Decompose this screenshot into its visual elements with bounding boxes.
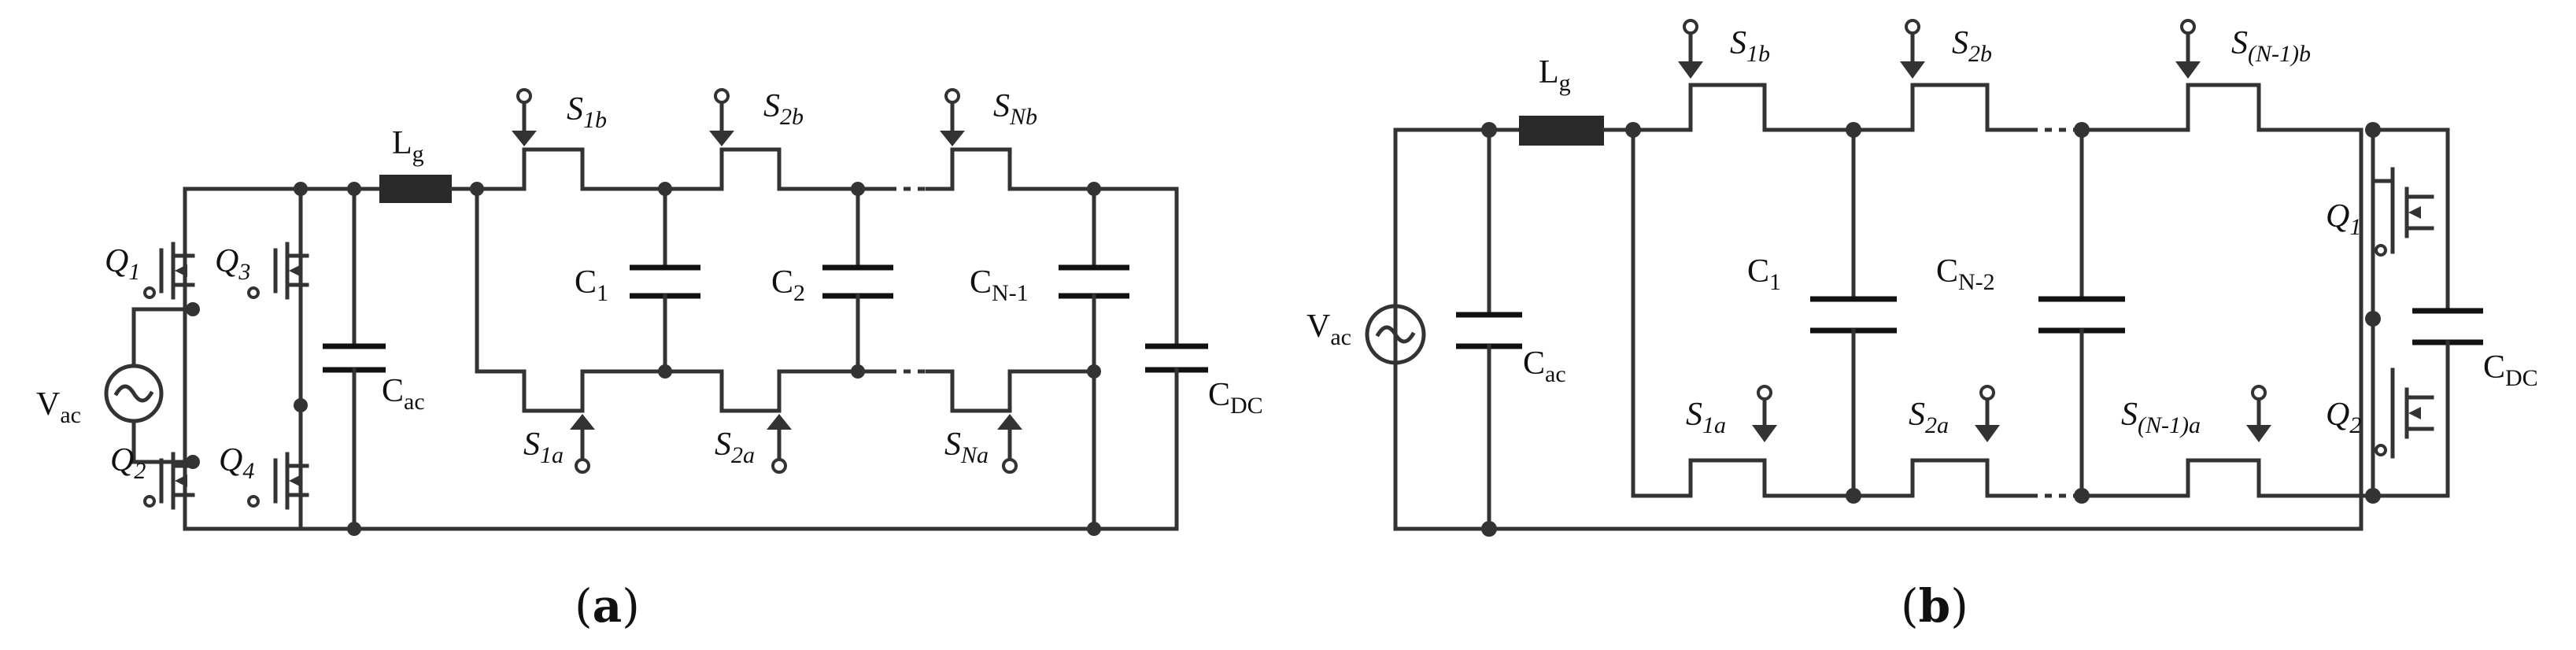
- label-cdc-b: CDC: [2483, 349, 2538, 391]
- mosfet-q2-b: [2375, 367, 2434, 459]
- mosfet-q3: [247, 242, 309, 300]
- mosfet-q1: [143, 242, 195, 300]
- label-s2a: S2a: [715, 427, 755, 468]
- switch-s2a-gate: [767, 414, 792, 474]
- capacitor-c2: [822, 182, 893, 379]
- label-s1a: S1a: [523, 427, 564, 468]
- switch-s2b-gate: [1900, 19, 1925, 79]
- capacitor-c1-b: [1810, 122, 1897, 504]
- label-cn2: CN-2: [1936, 253, 1995, 295]
- panel-a-circuit: Vac Lg Cac CDC Q1 Q2 Q3 Q4 S1b S2b SNb S…: [36, 88, 1263, 633]
- label-q4: Q4: [219, 442, 254, 484]
- capacitor-c1: [630, 182, 700, 379]
- label-q1: Q1: [105, 243, 140, 285]
- label-c1-a: C1: [575, 264, 608, 306]
- label-q3: Q3: [215, 243, 250, 285]
- label-cac-b: Cac: [1523, 345, 1566, 387]
- inductor-lg-b: [1519, 116, 1604, 146]
- label-cn1: CN-1: [970, 264, 1029, 306]
- label-cac-a: Cac: [382, 373, 425, 415]
- label-vac-a: Vac: [36, 386, 81, 428]
- label-s2b: S2b: [763, 88, 804, 130]
- label-sna: SNa: [944, 427, 989, 468]
- caption-a: (a): [575, 579, 640, 633]
- mosfet-q4: [247, 452, 309, 510]
- label-cdc-a: CDC: [1208, 377, 1263, 419]
- mosfet-q2: [143, 452, 195, 510]
- switch-s1b-gate: [1678, 19, 1703, 79]
- label-s2b-b: S2b: [1952, 25, 1992, 67]
- switch-s1a-gate: [1752, 385, 1777, 442]
- label-s1a-b: S1a: [1686, 397, 1726, 438]
- label-s1b-b: S1b: [1730, 25, 1770, 67]
- switch-sn1b-gate: [2175, 19, 2201, 79]
- label-vac-b: Vac: [1306, 308, 1351, 350]
- switch-s1b-gate: [512, 88, 537, 146]
- label-q1-b: Q1: [2326, 198, 2361, 240]
- label-q2-b: Q2: [2326, 397, 2361, 438]
- capacitor-cn2: [2038, 122, 2125, 504]
- capacitor-cac-b: [1456, 127, 1522, 531]
- sine-icon: [1375, 325, 1416, 344]
- switch-s2a-gate: [1975, 385, 2000, 442]
- switch-sna-gate: [997, 414, 1022, 474]
- switch-snb-gate: [940, 88, 965, 146]
- inductor-lg-a: [379, 175, 452, 203]
- switch-s1a-gate: [570, 414, 595, 474]
- capacitor-cdc-a: [1092, 187, 1208, 531]
- switch-s2b-gate: [709, 88, 734, 146]
- caption-b: (b): [1901, 579, 1968, 633]
- label-sn1a: S(N-1)a: [2121, 397, 2201, 438]
- ac-source-b: [1365, 304, 1426, 365]
- mosfet-q1-b: [2371, 167, 2434, 257]
- label-lg-b: Lg: [1539, 54, 1571, 96]
- label-s1b: S1b: [567, 91, 607, 133]
- sine-icon: [113, 384, 154, 403]
- label-snb: SNb: [993, 88, 1037, 130]
- label-s2a-b: S2a: [1909, 397, 1949, 438]
- label-lg-a: Lg: [392, 125, 424, 167]
- capacitor-cdc-b: [2371, 127, 2483, 498]
- label-c2-a: C2: [771, 264, 805, 306]
- label-sn1b: S(N-1)b: [2231, 25, 2311, 67]
- label-c1-b: C1: [1747, 253, 1781, 295]
- panel-b-circuit: Vac Lg Cac CDC Q1 Q2 S1b S2b S(N-1)b S1a…: [1306, 19, 2538, 633]
- capacitor-cn1: [1059, 182, 1129, 536]
- switch-sn1a-gate: [2246, 385, 2271, 442]
- label-q2: Q2: [110, 442, 146, 484]
